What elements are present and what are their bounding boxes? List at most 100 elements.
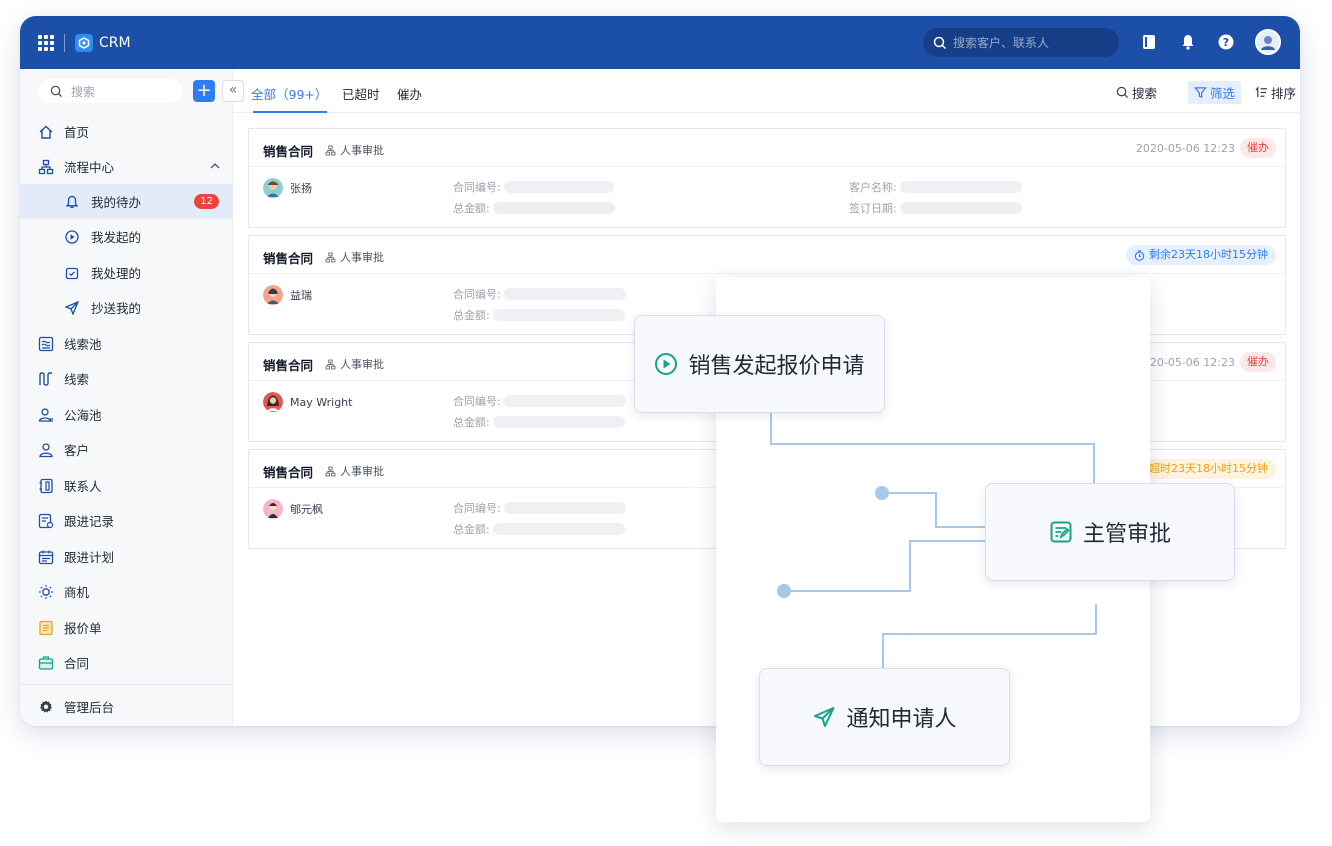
contract-icon	[38, 655, 54, 671]
global-search-input[interactable]: 搜索客户、联系人	[923, 28, 1119, 57]
chevron-up-icon[interactable]	[209, 160, 221, 175]
sidebar-item-contract[interactable]: 合同	[20, 645, 233, 680]
sidebar-item-home[interactable]: 首页	[20, 114, 233, 149]
sidebar-item-label: 跟进计划	[64, 550, 115, 565]
field-label: 总金额:	[453, 523, 490, 536]
book-icon[interactable]	[1140, 33, 1158, 51]
contact-book-icon	[38, 478, 54, 494]
sidebar-item-quote[interactable]: 报价单	[20, 610, 233, 645]
tab-overdue[interactable]: 已超时	[342, 87, 380, 102]
field-contract-no: 合同编号:	[453, 286, 626, 302]
field-label: 签订日期:	[849, 202, 897, 215]
sidebar-search-placeholder: 搜索	[71, 84, 96, 99]
sidebar-item-workflow[interactable]: 流程中心	[20, 149, 233, 184]
filter-tool-button[interactable]: 筛选	[1188, 81, 1242, 104]
field-contract-no: 合同编号:	[453, 179, 614, 195]
sidebar-item-lead-pool[interactable]: 线索池	[20, 326, 233, 361]
bell-icon[interactable]	[1179, 33, 1197, 51]
tab-all[interactable]: 全部（99+）	[251, 87, 328, 102]
sidebar-divider	[20, 684, 232, 685]
todo-count-badge: 12	[194, 194, 219, 209]
sidebar-item-label: 我发起的	[91, 230, 142, 245]
app-name: CRM	[99, 34, 131, 51]
card-type: 人事审批	[325, 356, 384, 372]
leads-icon	[38, 371, 54, 387]
avatar	[263, 499, 283, 519]
card-title: 销售合同	[263, 251, 314, 266]
urge-badge[interactable]: 催办	[1240, 138, 1276, 158]
field-total-amount: 总金额:	[453, 521, 625, 537]
org-chart-icon	[325, 359, 336, 369]
sidebar-item-opportunity[interactable]: 商机	[20, 574, 233, 609]
card-person: May Wright	[263, 392, 352, 412]
sidebar-item-label: 联系人	[64, 479, 102, 494]
card-title: 销售合同	[263, 465, 314, 480]
sidebar-item-public-pool[interactable]: 公海池	[20, 397, 233, 432]
card-type-label: 人事审批	[340, 251, 384, 264]
sidebar-item-contacts[interactable]: 联系人	[20, 468, 233, 503]
person-name: May Wright	[290, 395, 353, 409]
sidebar-item-label: 报价单	[64, 621, 102, 636]
sidebar-search-input[interactable]: 搜索	[38, 79, 183, 103]
svg-text:?: ?	[1223, 36, 1229, 49]
sidebar-item-follow-record[interactable]: 跟进记录	[20, 503, 233, 538]
card-person: 郇元枫	[263, 499, 323, 519]
sidebar-item-leads[interactable]: 线索	[20, 361, 233, 396]
sidebar-item-label: 客户	[64, 443, 90, 458]
card-type-label: 人事审批	[340, 358, 384, 371]
field-label: 客户名称:	[849, 181, 897, 194]
sidebar-item-label: 首页	[64, 125, 90, 140]
field-label: 合同编号:	[453, 288, 501, 301]
sidebar-item-label: 合同	[64, 656, 90, 671]
flow-node-notify[interactable]: 通知申请人	[759, 668, 1010, 766]
person-icon	[38, 442, 54, 458]
person-name: 益瑞	[290, 289, 312, 302]
card-person: 益瑞	[263, 285, 312, 305]
sidebar-item-follow-plan[interactable]: 跟进计划	[20, 539, 233, 574]
card-type: 人事审批	[325, 463, 384, 479]
card-title: 销售合同	[263, 358, 314, 373]
value-placeholder	[492, 309, 625, 321]
help-icon[interactable]: ?	[1217, 33, 1235, 51]
org-chart-icon	[38, 159, 54, 175]
quote-doc-icon	[38, 620, 54, 636]
add-button[interactable]: +	[193, 80, 215, 102]
workflow-connectors	[770, 412, 1097, 669]
field-label: 合同编号:	[453, 502, 501, 515]
collapse-sidebar-button[interactable]: «	[222, 80, 244, 102]
sidebar-item-my-todo[interactable]: 我的待办 12	[20, 184, 233, 219]
flow-node-start[interactable]: 销售发起报价申请	[634, 315, 885, 413]
apps-grid-icon[interactable]	[38, 34, 54, 51]
sidebar-item-cc[interactable]: 抄送我的	[20, 290, 233, 325]
flow-node-approve[interactable]: 主管审批	[985, 483, 1235, 581]
card-type-label: 人事审批	[340, 465, 384, 478]
global-search-placeholder: 搜索客户、联系人	[953, 36, 1050, 50]
sidebar-item-label: 我的待办	[91, 195, 142, 210]
field-total-amount: 总金额:	[453, 414, 625, 430]
search-tool-button[interactable]: 搜索	[1116, 83, 1157, 102]
field-label: 合同编号:	[453, 395, 501, 408]
user-avatar[interactable]	[1255, 29, 1281, 55]
send-icon	[64, 300, 80, 316]
card-date: 2020-05-06 12:23	[1135, 356, 1235, 369]
tab-urged[interactable]: 催办	[397, 87, 423, 102]
sidebar-item-handled[interactable]: 我处理的	[20, 255, 233, 290]
search-tool-label: 搜索	[1132, 86, 1158, 101]
card-type: 人事审批	[325, 142, 384, 158]
avatar	[263, 392, 283, 412]
field-label: 合同编号:	[453, 181, 501, 194]
sidebar-item-label: 商机	[64, 585, 90, 600]
sidebar-item-customer[interactable]: 客户	[20, 432, 233, 467]
field-total-amount: 总金额:	[453, 200, 615, 216]
urge-badge[interactable]: 催办	[1240, 352, 1276, 372]
sidebar-item-admin[interactable]: 管理后台	[20, 689, 233, 724]
remaining-time-label: 剩余23天18小时15分钟	[1149, 248, 1268, 261]
field-sign-date: 签订日期:	[849, 200, 1022, 216]
sort-tool-button[interactable]: 排序	[1255, 83, 1296, 102]
sidebar-item-initiated[interactable]: 我发起的	[20, 219, 233, 254]
value-placeholder	[503, 502, 626, 514]
avatar	[263, 285, 283, 305]
person-name: 张扬	[290, 182, 312, 195]
card-person: 张扬	[263, 178, 312, 198]
task-card[interactable]: 销售合同 人事审批 2020-05-06 12:23 催办 张扬 合同编号: 总…	[248, 128, 1286, 228]
